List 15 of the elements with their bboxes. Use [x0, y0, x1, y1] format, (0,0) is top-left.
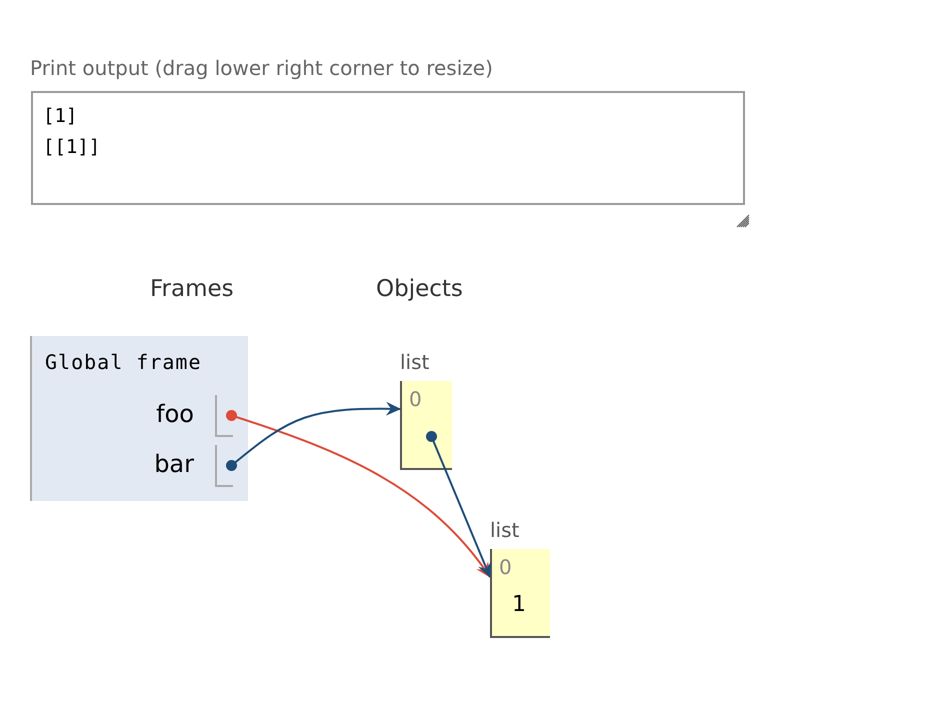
- column-heading: Frames: [150, 276, 234, 302]
- type-label: list: [400, 350, 430, 374]
- index-label: 0: [409, 387, 422, 411]
- panel-heading: Print output (drag lower right corner to resize): [30, 56, 493, 80]
- value-text: 1: [512, 592, 526, 617]
- output-box: [31, 91, 745, 205]
- variable-name: foo: [156, 400, 194, 428]
- variable-name: bar: [154, 450, 194, 478]
- frame-title: Global frame: [45, 350, 202, 374]
- column-heading: Objects: [376, 276, 463, 302]
- frame-panel: [30, 336, 248, 501]
- output-line: [1]: [43, 104, 78, 129]
- output-line: [[1]]: [43, 135, 100, 160]
- index-label: 0: [499, 555, 512, 579]
- type-label: list: [490, 518, 520, 542]
